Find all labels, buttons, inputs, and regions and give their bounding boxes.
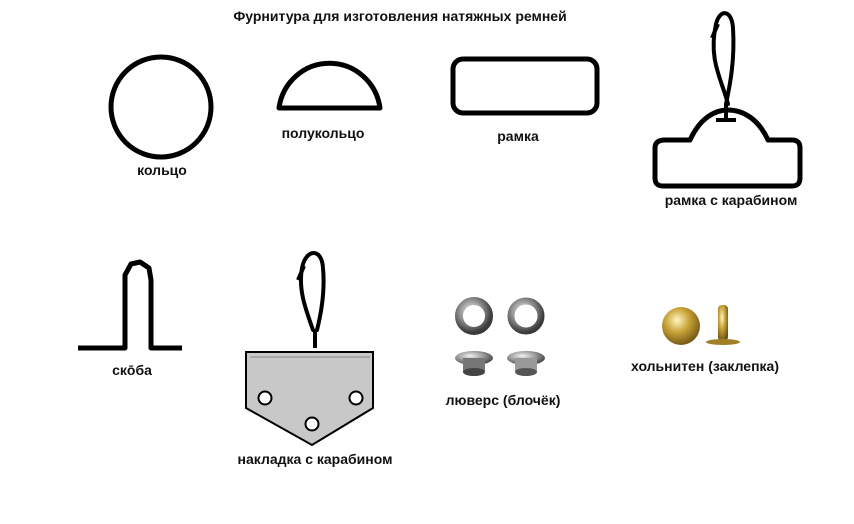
- bracket-shape: [78, 259, 182, 351]
- frame-with-carabiner-shape: [652, 11, 803, 189]
- plate-with-carabiner-shape: [245, 251, 374, 447]
- diagram-title: Фурнитура для изготовления натяжных ремн…: [233, 8, 567, 24]
- label-eyelet: люверс (блочёк): [445, 392, 561, 408]
- frame-shape: [450, 56, 600, 116]
- label-plate-with-carabiner: накладка с карабином: [237, 451, 393, 467]
- ring-shape: [108, 54, 214, 160]
- label-rivet: хольнитен (заклепка): [631, 358, 779, 374]
- rivet-images: [662, 305, 740, 345]
- eyelet-images: [455, 297, 545, 376]
- label-frame: рамка: [497, 128, 539, 144]
- label-bracket: скōба: [112, 362, 152, 378]
- label-ring: кольцо: [137, 162, 187, 178]
- label-frame-with-carabiner: рамка с карабином: [664, 192, 798, 208]
- label-half-ring: полукольцо: [281, 125, 365, 141]
- half-ring-shape: [276, 60, 383, 111]
